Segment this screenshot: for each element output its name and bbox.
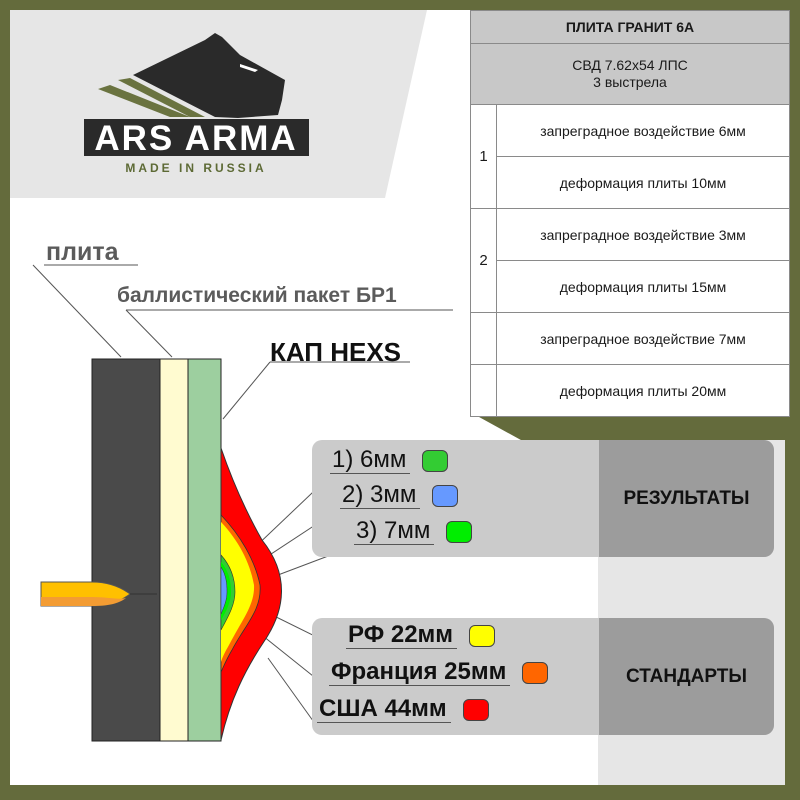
brand-name: ARS ARMA [94,119,297,158]
results-title: РЕЗУЛЬТАТЫ [599,440,774,557]
standards-title: СТАНДАРТЫ [599,618,774,735]
deformation-cell: деформация плиты 10мм [496,156,790,209]
table-row: 1 запреградное воздействие 6мм [470,104,790,209]
deformation-cell: деформация плиты 15мм [496,260,790,313]
label-cap-hexs: КАП HEXS [270,337,402,367]
shot-count: 3 выстрела [593,74,667,90]
standard-item-rf: РФ 22мм [346,622,496,649]
label-ballistic-pack: баллистический пакет БР1 [117,284,397,307]
frame-notch [470,412,790,445]
trauma-cell: запреградное воздействие 6мм [496,104,790,157]
color-swatch-icon [446,520,473,543]
table-row: деформация плиты 10мм [471,156,790,209]
label-plate: плита [46,238,119,266]
standard-label: РФ 22мм [346,622,458,649]
table-row: деформация плиты 20мм [470,364,790,417]
brand-tagline: MADE IN RUSSIA [125,161,266,175]
result-item-2: 2) 3мм [340,482,459,509]
cap-hexs-layer [187,358,222,742]
shot-number: 1 [470,104,497,209]
shot-number [470,312,497,365]
color-swatch-icon [462,698,489,721]
result-label: 3) 7мм [354,518,435,545]
test-results-table: ПЛИТА ГРАНИТ 6А СВД 7.62х54 ЛПС 3 выстре… [470,10,790,417]
deformation-cell: деформация плиты 20мм [496,364,790,417]
table-row: запреградное воздействие 7мм [470,312,790,365]
ammo-type: СВД 7.62х54 ЛПС [572,57,688,73]
frame-bottom [0,785,800,800]
table-row: 2 запреградное воздействие 3мм [470,208,790,313]
standard-label: США 44мм [317,696,451,723]
frame-top [0,0,800,10]
deformation-result-2 [220,566,228,615]
color-swatch-icon [522,661,549,684]
ballistic-pack-layer [159,358,189,742]
result-item-1: 1) 6мм [330,447,449,474]
standard-label: Франция 25мм [329,659,511,686]
standard-item-usa: США 44мм [317,696,489,723]
shot-number-empty [470,364,497,417]
color-swatch-icon [469,624,496,647]
color-swatch-icon [422,449,449,472]
trauma-cell: запреградное воздействие 7мм [496,312,790,365]
plate-layer [91,358,161,742]
results-panel: РЕЗУЛЬТАТЫ [312,440,774,557]
table-ammo: СВД 7.62х54 ЛПС 3 выстрела [470,43,790,105]
table-row: деформация плиты 15мм [471,260,790,313]
logo-text-bar [84,119,309,156]
result-label: 2) 3мм [340,482,421,509]
trauma-cell: запреградное воздействие 3мм [496,208,790,261]
frame-left [0,0,10,800]
deformation-rf [221,522,255,662]
standard-item-france: Франция 25мм [329,659,549,686]
color-swatch-icon [432,484,459,507]
bullet-icon [40,581,157,607]
result-label: 1) 6мм [330,447,411,474]
table-title: ПЛИТА ГРАНИТ 6А [470,10,790,44]
result-item-3: 3) 7мм [354,518,473,545]
shot-number: 2 [470,208,497,313]
bear-head-icon [98,33,285,118]
